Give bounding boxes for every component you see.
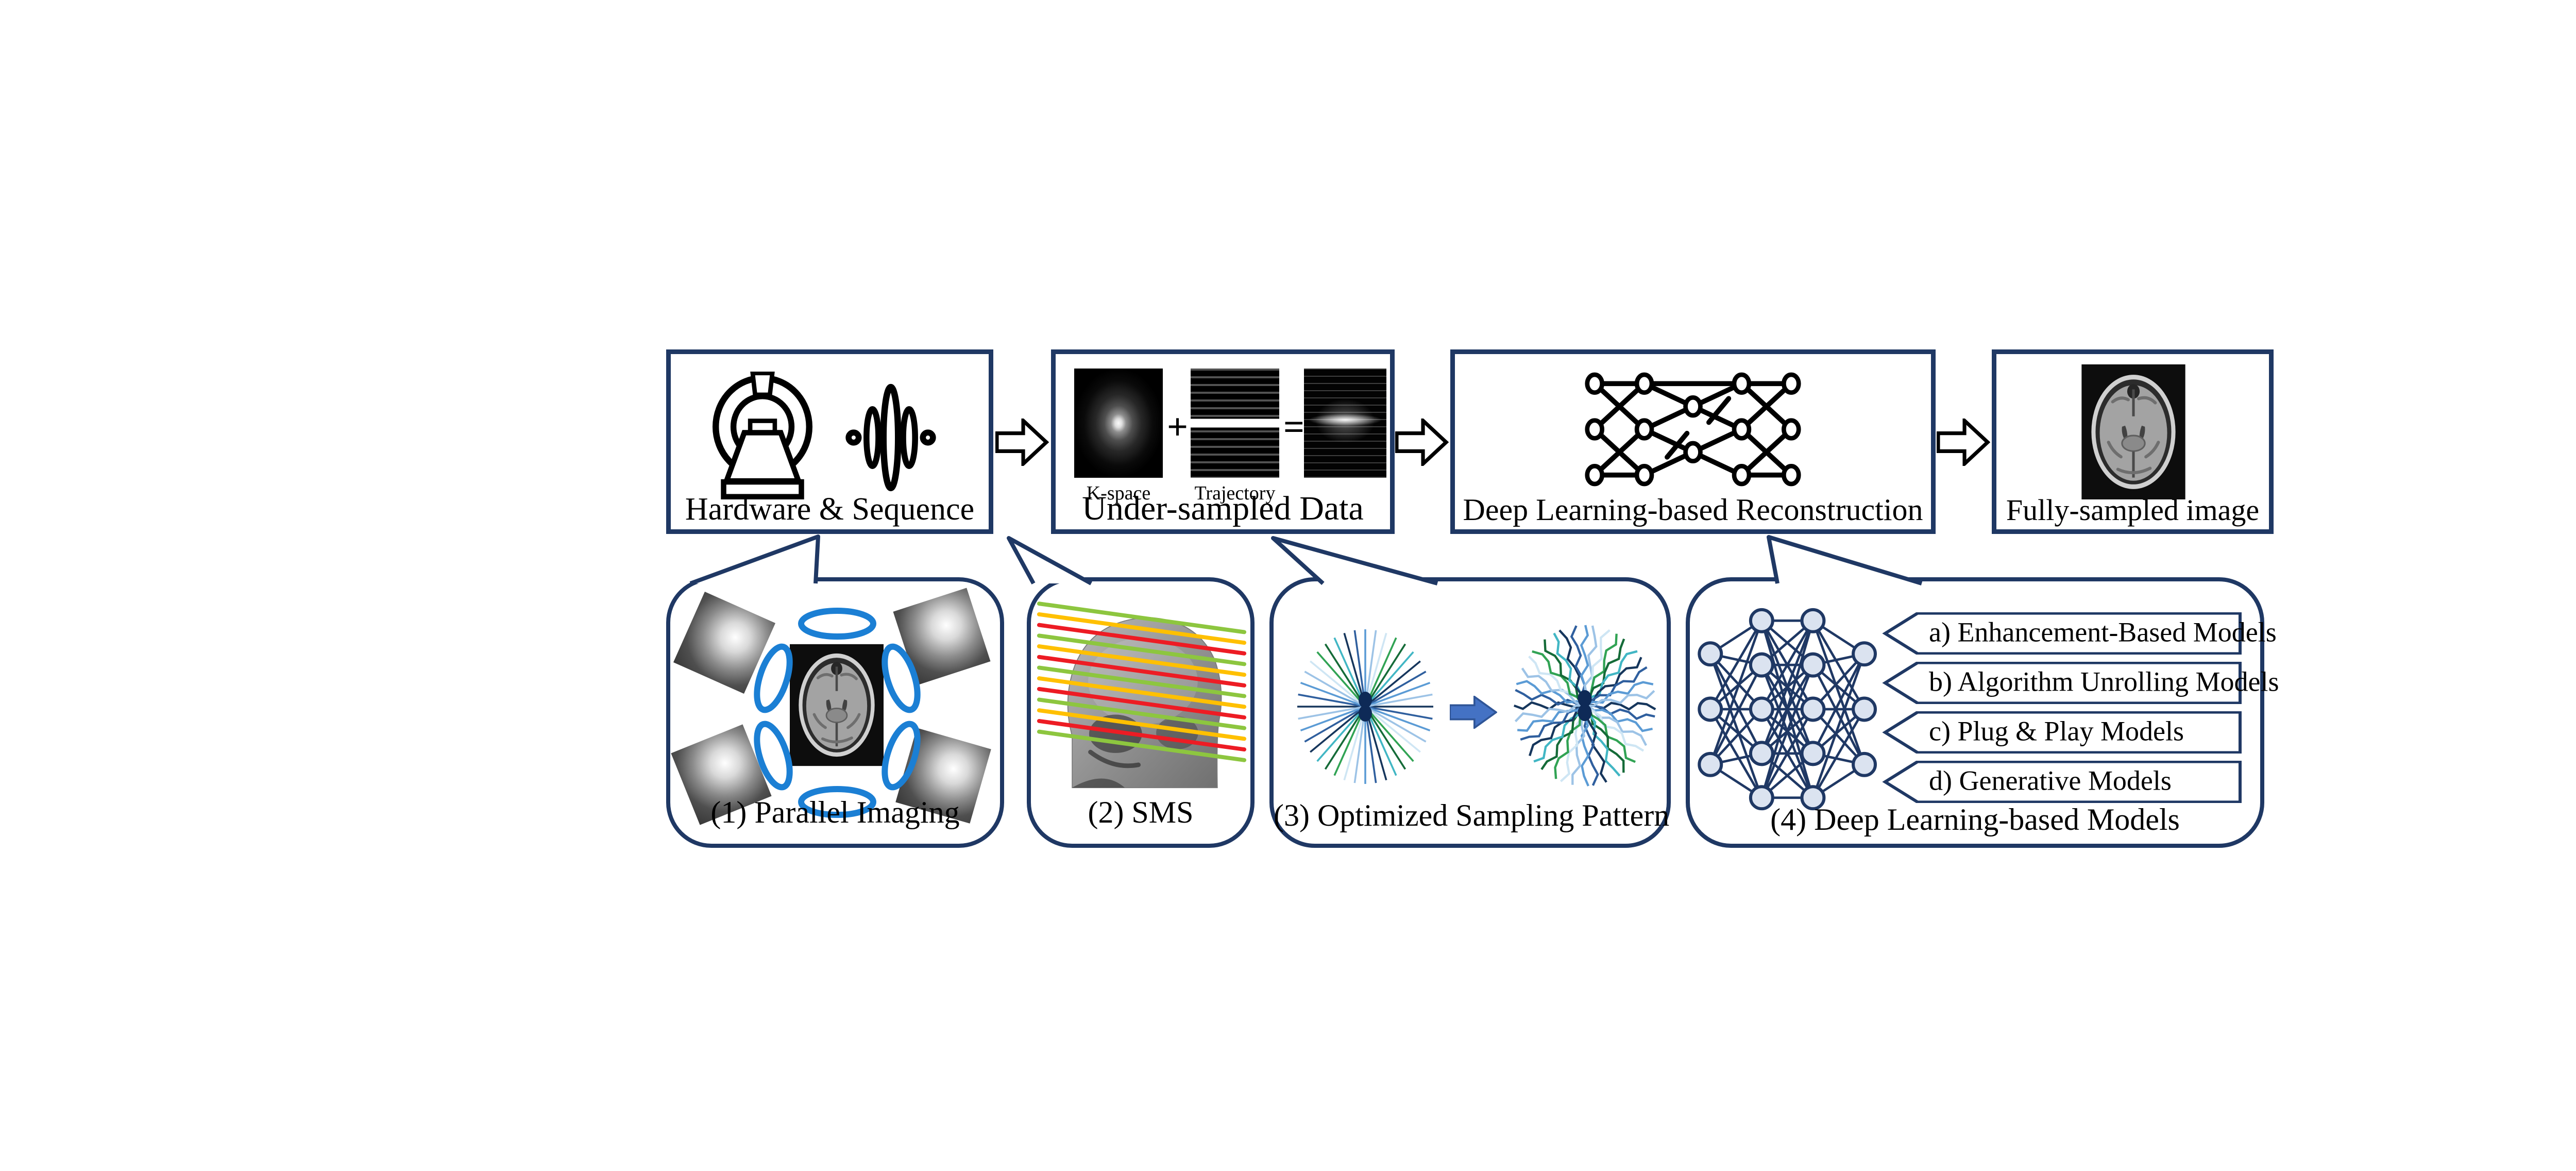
radial-sampling-icon <box>1288 622 1443 792</box>
coil-array-icon <box>670 581 1000 844</box>
equals-sign: = <box>1283 406 1305 447</box>
technique-label-optimized-sampling: (3) Optimized Sampling Pattern <box>1274 798 1670 832</box>
plus-sign: + <box>1167 406 1189 447</box>
technique-box-parallel-imaging: (1) Parallel Imaging <box>666 577 1004 848</box>
trajectory-image <box>1191 369 1279 478</box>
mlp-network-icon <box>1697 594 1878 825</box>
technique-box-dl-models: a) Enhancement-Based Models b) Algorithm… <box>1686 577 2279 848</box>
model-banner-plug-play: c) Plug & Play Models <box>1882 711 2244 754</box>
brain-mri-image <box>2081 364 2185 499</box>
sms-slice-lines-icon <box>1035 595 1248 768</box>
kspace-caption: K-space <box>1086 482 1151 504</box>
model-banner-label: b) Algorithm Unrolling Models <box>1929 666 2279 697</box>
right-arrow-icon <box>1450 696 1497 729</box>
flow-arrow-icon <box>995 419 1049 466</box>
trajectory-caption: Trajectory <box>1194 482 1276 504</box>
model-banner-generative: d) Generative Models <box>1882 761 2244 803</box>
technique-box-sms: (2) SMS <box>1027 577 1255 848</box>
model-banner-unrolling: b) Algorithm Unrolling Models <box>1882 662 2279 704</box>
pipeline-box-hardware-sequence: Hardware & Sequence <box>666 349 993 534</box>
pipeline-box-fully-sampled: Fully-sampled image <box>1992 349 2274 534</box>
flow-arrow-icon <box>1395 419 1449 466</box>
model-banner-label: d) Generative Models <box>1929 765 2172 796</box>
pipeline-box-undersampled-data: + = K-space Trajectory Under-sampled Dat… <box>1051 349 1395 534</box>
pipeline-box-dl-reconstruction: Deep Learning-based Reconstruction <box>1450 349 1936 534</box>
undersampled-kspace-image <box>1304 369 1386 478</box>
technique-box-optimized-sampling: (3) Optimized Sampling Pattern <box>1269 577 1671 848</box>
technique-label-dl-models: (4) Deep Learning-based Models <box>1770 802 2180 837</box>
rf-pulse-sequence-icon <box>845 378 937 497</box>
pipeline-label-hardware-sequence: Hardware & Sequence <box>685 491 975 527</box>
pipeline-label-fully-sampled: Fully-sampled image <box>2006 493 2260 527</box>
pipeline-label-undersampled-data: Under-sampled Data <box>1082 489 1364 527</box>
technique-label-parallel-imaging: (1) Parallel Imaging <box>710 795 960 829</box>
kspace-image <box>1074 369 1163 478</box>
model-banner-label: c) Plug & Play Models <box>1929 715 2184 747</box>
pipeline-label-dl-reconstruction: Deep Learning-based Reconstruction <box>1463 493 1923 527</box>
model-banner-enhancement: a) Enhancement-Based Models <box>1882 612 2277 655</box>
mri-scanner-icon <box>701 372 824 505</box>
model-banner-label: a) Enhancement-Based Models <box>1929 616 2277 648</box>
flow-arrow-icon <box>1937 419 1990 466</box>
technique-label-sms: (2) SMS <box>1088 795 1194 829</box>
optimized-sampling-icon <box>1504 617 1665 794</box>
neural-network-icon <box>1584 367 1802 491</box>
